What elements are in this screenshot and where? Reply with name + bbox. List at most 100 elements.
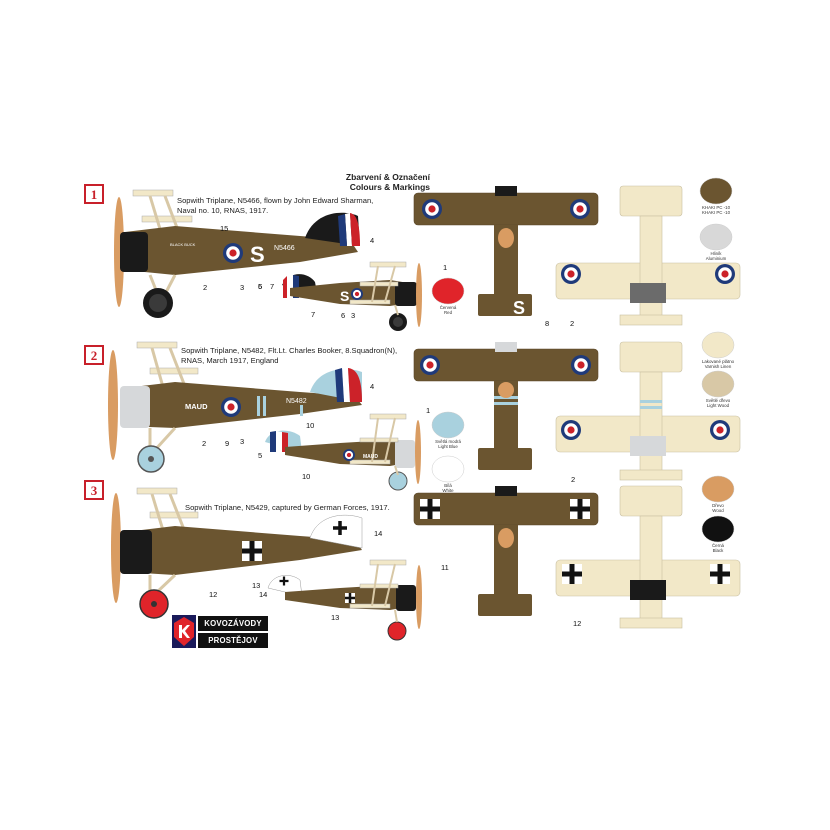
svg-text:S: S bbox=[513, 298, 525, 318]
scheme-1-top-view: S bbox=[413, 186, 599, 318]
scheme-1-far-side-profile: S bbox=[282, 261, 422, 331]
swatch-label-cz: Hliník bbox=[710, 251, 722, 256]
scheme-1-caption-line1: Sopwith Triplane, N5466, flown by John E… bbox=[177, 196, 374, 205]
callout-number: 6 bbox=[341, 311, 345, 320]
scheme-2-caption-line2: RNAS, March 1917, England bbox=[181, 356, 279, 365]
callout-number: 2 bbox=[202, 439, 206, 448]
swatch-black bbox=[701, 515, 735, 543]
scheme-2-serial: N5482 bbox=[286, 398, 307, 405]
callout-number: 12 bbox=[209, 590, 217, 599]
callout-number: 14 bbox=[259, 590, 267, 599]
scheme-2-name: MAUD bbox=[185, 402, 208, 411]
scheme-2-top-view bbox=[413, 342, 599, 470]
swatch-label-cz: Světlé dřevo bbox=[705, 398, 731, 403]
scheme-3-badge: 3 bbox=[84, 480, 104, 500]
callout-number: 2 bbox=[571, 475, 575, 484]
callout-number: 5 bbox=[258, 282, 262, 291]
callout-number: 3 bbox=[351, 311, 355, 320]
callout-number: 2 bbox=[203, 283, 207, 292]
scheme-2-bottom-view bbox=[555, 341, 741, 481]
swatch-khaki-pc-10 bbox=[699, 177, 733, 205]
scheme-1-bottom-view bbox=[555, 185, 741, 326]
scheme-3-top-view bbox=[413, 486, 599, 616]
swatch-label-cz: KHAKI PC -10 bbox=[701, 205, 731, 210]
callout-number: 10 bbox=[306, 421, 314, 430]
callout-number: 13 bbox=[252, 581, 260, 590]
header-title-en: Colours & Markings bbox=[349, 182, 430, 192]
callout-number: 2 bbox=[570, 319, 574, 328]
swatch-aluminium bbox=[699, 223, 733, 251]
swatch-label-cz: Dřevo bbox=[712, 503, 724, 508]
scheme-3-far-side-profile bbox=[267, 559, 422, 641]
swatch-label-en: White bbox=[442, 488, 454, 493]
callout-number: 10 bbox=[302, 472, 310, 481]
callout-number: 3 bbox=[240, 283, 244, 292]
callout-number: 5 bbox=[258, 451, 262, 460]
scheme-1-serial: N5466 bbox=[274, 245, 295, 252]
callout-number: 7 bbox=[311, 310, 315, 319]
swatch-label-en: KHAKI PC -10 bbox=[701, 210, 731, 215]
callout-number: 15 bbox=[220, 224, 228, 233]
callout-number: 8 bbox=[545, 319, 549, 328]
swatch-label-cz: Světlá modrá bbox=[435, 439, 461, 444]
colour-swatches bbox=[431, 177, 735, 543]
svg-text:S: S bbox=[340, 288, 349, 304]
scheme-3-caption-line1: Sopwith Triplane, N5429, captured by Ger… bbox=[185, 503, 390, 512]
callout-number: 11 bbox=[441, 563, 449, 572]
svg-text:1: 1 bbox=[91, 187, 98, 202]
swatch-label-cz: Bílá bbox=[444, 483, 452, 488]
scheme-1-code-letter: S bbox=[250, 242, 265, 267]
swatch-white bbox=[431, 455, 465, 483]
callout-number: 12 bbox=[573, 619, 581, 628]
scheme-2-caption-line1: Sopwith Triplane, N5482, Flt.Lt. Charles… bbox=[181, 346, 398, 355]
swatch-label-cz: Lakované plátno bbox=[701, 359, 735, 364]
callout-number: 9 bbox=[225, 439, 229, 448]
scheme-3-bottom-view bbox=[555, 485, 741, 629]
svg-text:MAUD: MAUD bbox=[363, 454, 378, 460]
callout-number: 3 bbox=[240, 437, 244, 446]
callout-number: 14 bbox=[374, 529, 382, 538]
swatch-red bbox=[431, 277, 465, 305]
scheme-2-far-side-profile: MAUD bbox=[265, 413, 421, 491]
callout-number: 4 bbox=[370, 236, 374, 245]
header-title-cz: Zbarvení & Označení bbox=[345, 172, 430, 182]
swatch-label-en: Varnish Linen bbox=[704, 364, 732, 369]
scheme-3-side-profile bbox=[111, 487, 363, 619]
swatch-varnish-linen bbox=[701, 331, 735, 359]
logo-line2: PROSTĚJOV bbox=[198, 633, 268, 648]
scheme-1-caption-line2: Naval no. 10, RNAS, 1917. bbox=[177, 206, 269, 215]
swatch-wood bbox=[701, 475, 735, 503]
swatch-label-cz: Černá bbox=[712, 543, 724, 548]
swatch-label-cz: Červená bbox=[439, 305, 457, 310]
scheme-2-badge: 2 bbox=[84, 345, 104, 365]
swatch-label-en: Light Blue bbox=[438, 444, 458, 449]
callout-number: 7 bbox=[270, 282, 274, 291]
callout-number: 13 bbox=[331, 613, 339, 622]
svg-text:2: 2 bbox=[91, 348, 98, 363]
logo-line1: KOVOZÁVODY bbox=[198, 616, 268, 631]
swatch-label-en: Red bbox=[443, 310, 453, 315]
swatch-label-en: Black bbox=[712, 548, 724, 553]
swatch-label-en: Aluminium bbox=[705, 256, 727, 261]
svg-text:3: 3 bbox=[91, 483, 98, 498]
swatch-label-en: Light Wood bbox=[706, 403, 730, 408]
scheme-1-nose-text: BLACK BUCK bbox=[170, 242, 196, 247]
scheme-2-side-profile: MAUD N5482 bbox=[108, 341, 362, 473]
swatch-label-en: Wood bbox=[712, 508, 724, 513]
swatch-light-wood bbox=[701, 370, 735, 398]
callout-number: 4 bbox=[370, 382, 374, 391]
kovozavody-logo: KOVOZÁVODY PROSTĚJOV bbox=[172, 615, 268, 649]
scheme-1-badge: 1 bbox=[84, 184, 104, 204]
callout-number: 6 bbox=[258, 282, 262, 291]
scheme-1-side-profile: S N5466 BLACK BUCK bbox=[114, 189, 360, 318]
